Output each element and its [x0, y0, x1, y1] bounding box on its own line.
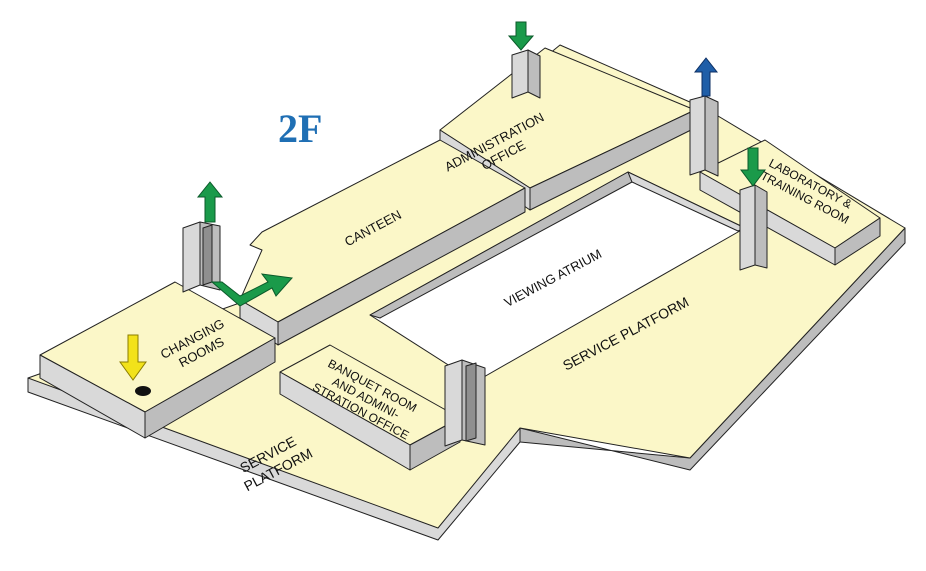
stair-column-lab-top	[689, 95, 719, 177]
stair-column-canteen	[182, 221, 221, 293]
floor-label: 2F	[278, 106, 322, 151]
canteen-block	[239, 139, 526, 346]
arrow-down-icon	[119, 334, 147, 381]
arrow-down-icon	[507, 21, 535, 51]
arrow-right-icon	[210, 273, 293, 307]
arrow-up-icon	[693, 57, 719, 97]
arrow-up-icon	[196, 181, 224, 223]
viewing-atrium	[369, 171, 746, 383]
changing-rooms-block	[39, 281, 276, 439]
arrow-down-icon	[740, 147, 766, 187]
stair-column-lab	[739, 184, 768, 271]
entrance-dot-icon	[135, 386, 151, 396]
stair-column-admin	[511, 49, 541, 99]
stair-column-atrium	[444, 359, 486, 447]
